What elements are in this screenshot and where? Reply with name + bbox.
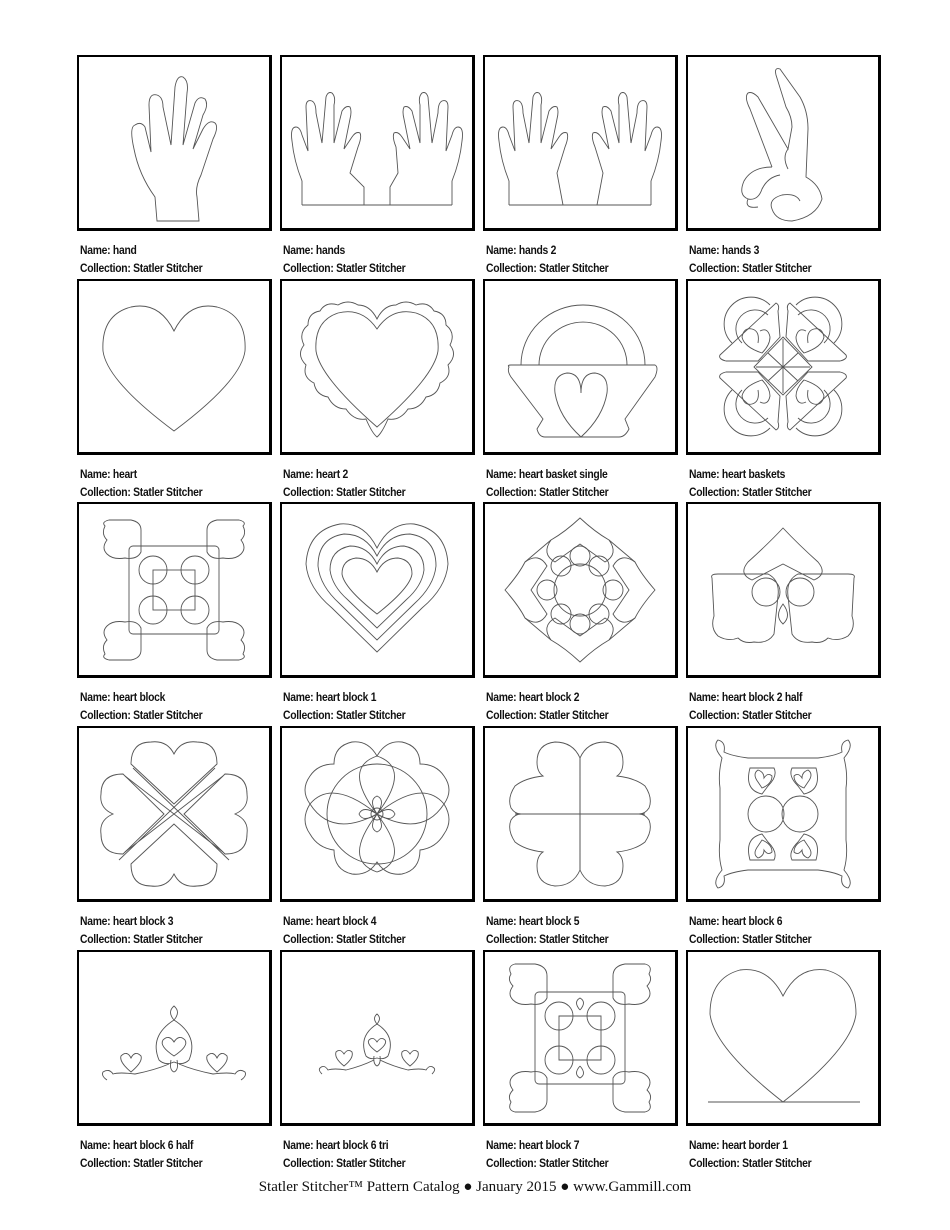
pattern-card[interactable]: Name: heart block 6 tri Collection: Stat… — [280, 950, 476, 1174]
pattern-name: Name: heart block 2 half — [689, 692, 803, 704]
heart-icon — [77, 279, 272, 455]
pattern-collection: Collection: Statler Stitcher — [80, 263, 203, 275]
pattern-collection: Collection: Statler Stitcher — [283, 710, 406, 722]
four-hearts-x-icon — [77, 726, 272, 902]
pattern-card[interactable]: Name: heart block 7 Collection: Statler … — [483, 950, 679, 1174]
pattern-name: Name: heart block 2 — [486, 692, 580, 704]
pattern-name: Name: hand — [80, 245, 137, 257]
pattern-name: Name: heart block — [80, 692, 166, 704]
heart-block-7-icon — [483, 950, 678, 1126]
pattern-card[interactable]: Name: heart block 5 Collection: Statler … — [483, 726, 679, 950]
pattern-card[interactable]: Name: hands Collection: Statler Stitcher — [280, 55, 476, 279]
pattern-collection: Collection: Statler Stitcher — [486, 934, 609, 946]
concentric-hearts-icon — [280, 502, 475, 678]
pattern-name: Name: heart block 5 — [486, 916, 580, 928]
hands-icon — [280, 55, 475, 231]
pattern-collection: Collection: Statler Stitcher — [80, 487, 203, 499]
heart-block-2-half-icon — [686, 502, 881, 678]
heart-block-icon — [77, 502, 272, 678]
pattern-card[interactable]: Name: heart 2 Collection: Statler Stitch… — [280, 279, 476, 503]
pattern-collection: Collection: Statler Stitcher — [486, 263, 609, 275]
pattern-collection: Collection: Statler Stitcher — [486, 487, 609, 499]
heart-border-swirl-small-icon — [280, 950, 475, 1126]
heart-flower-icon — [280, 726, 475, 902]
pattern-name: Name: heart — [80, 469, 137, 481]
pattern-collection: Collection: Statler Stitcher — [80, 934, 203, 946]
four-hearts-cross-icon — [483, 726, 678, 902]
pattern-card[interactable]: Name: heart block 2 half Collection: Sta… — [686, 502, 882, 726]
pattern-card[interactable]: Name: hands 3 Collection: Statler Stitch… — [686, 55, 882, 279]
pattern-name: Name: heart basket single — [486, 469, 608, 481]
heart-border-line-icon — [686, 950, 881, 1126]
pattern-collection: Collection: Statler Stitcher — [486, 1158, 609, 1170]
pattern-name: Name: heart block 6 tri — [283, 1140, 389, 1152]
pattern-name: Name: hands 3 — [689, 245, 760, 257]
pattern-card[interactable]: Name: heart block Collection: Statler St… — [77, 502, 273, 726]
pattern-collection: Collection: Statler Stitcher — [689, 487, 812, 499]
pattern-collection: Collection: Statler Stitcher — [689, 934, 812, 946]
heart-block-6-icon — [686, 726, 881, 902]
pattern-card[interactable]: Name: heart block 6 Collection: Statler … — [686, 726, 882, 950]
pattern-name: Name: heart block 7 — [486, 1140, 580, 1152]
pattern-collection: Collection: Statler Stitcher — [283, 263, 406, 275]
pattern-card[interactable]: Name: heart block 4 Collection: Statler … — [280, 726, 476, 950]
pattern-collection: Collection: Statler Stitcher — [689, 263, 812, 275]
pattern-name: Name: heart block 3 — [80, 916, 174, 928]
heart-basket-icon — [483, 279, 678, 455]
praying-hands-icon — [686, 55, 881, 231]
pattern-name: Name: hands 2 — [486, 245, 557, 257]
pattern-name: Name: heart baskets — [689, 469, 786, 481]
pattern-card[interactable]: Name: heart block 3 Collection: Statler … — [77, 726, 273, 950]
pattern-name: Name: heart block 6 — [689, 916, 783, 928]
pattern-card[interactable]: Name: heart block 2 Collection: Statler … — [483, 502, 679, 726]
pattern-name: Name: heart block 6 half — [80, 1140, 194, 1152]
hand-icon — [77, 55, 272, 231]
pattern-collection: Collection: Statler Stitcher — [80, 710, 203, 722]
heart-block-2-icon — [483, 502, 678, 678]
heart-baskets-icon — [686, 279, 881, 455]
pattern-card[interactable]: Name: heart block 1 Collection: Statler … — [280, 502, 476, 726]
pattern-collection: Collection: Statler Stitcher — [283, 1158, 406, 1170]
pattern-name: Name: heart 2 — [283, 469, 348, 481]
pattern-collection: Collection: Statler Stitcher — [689, 1158, 812, 1170]
pattern-collection: Collection: Statler Stitcher — [283, 487, 406, 499]
pattern-card[interactable]: Name: heart border 1 Collection: Statler… — [686, 950, 882, 1174]
pattern-name: Name: heart block 1 — [283, 692, 377, 704]
pattern-card[interactable]: Name: heart baskets Collection: Statler … — [686, 279, 882, 503]
pattern-collection: Collection: Statler Stitcher — [689, 710, 812, 722]
pattern-card[interactable]: Name: heart Collection: Statler Stitcher — [77, 279, 273, 503]
pattern-card[interactable]: Name: heart block 6 half Collection: Sta… — [77, 950, 273, 1174]
pattern-collection: Collection: Statler Stitcher — [283, 934, 406, 946]
pattern-card[interactable]: Name: hand Collection: Statler Stitcher — [77, 55, 273, 279]
heart-border-swirl-icon — [77, 950, 272, 1126]
pattern-name: Name: hands — [283, 245, 346, 257]
hands-2-icon — [483, 55, 678, 231]
scalloped-heart-icon — [280, 279, 475, 455]
pattern-card[interactable]: Name: hands 2 Collection: Statler Stitch… — [483, 55, 679, 279]
page-footer: Statler Stitcher™ Pattern Catalog ● Janu… — [258, 1179, 692, 1195]
pattern-collection: Collection: Statler Stitcher — [486, 710, 609, 722]
pattern-collection: Collection: Statler Stitcher — [80, 1158, 203, 1170]
pattern-name: Name: heart block 4 — [283, 916, 377, 928]
pattern-name: Name: heart border 1 — [689, 1140, 788, 1152]
pattern-card[interactable]: Name: heart basket single Collection: St… — [483, 279, 679, 503]
